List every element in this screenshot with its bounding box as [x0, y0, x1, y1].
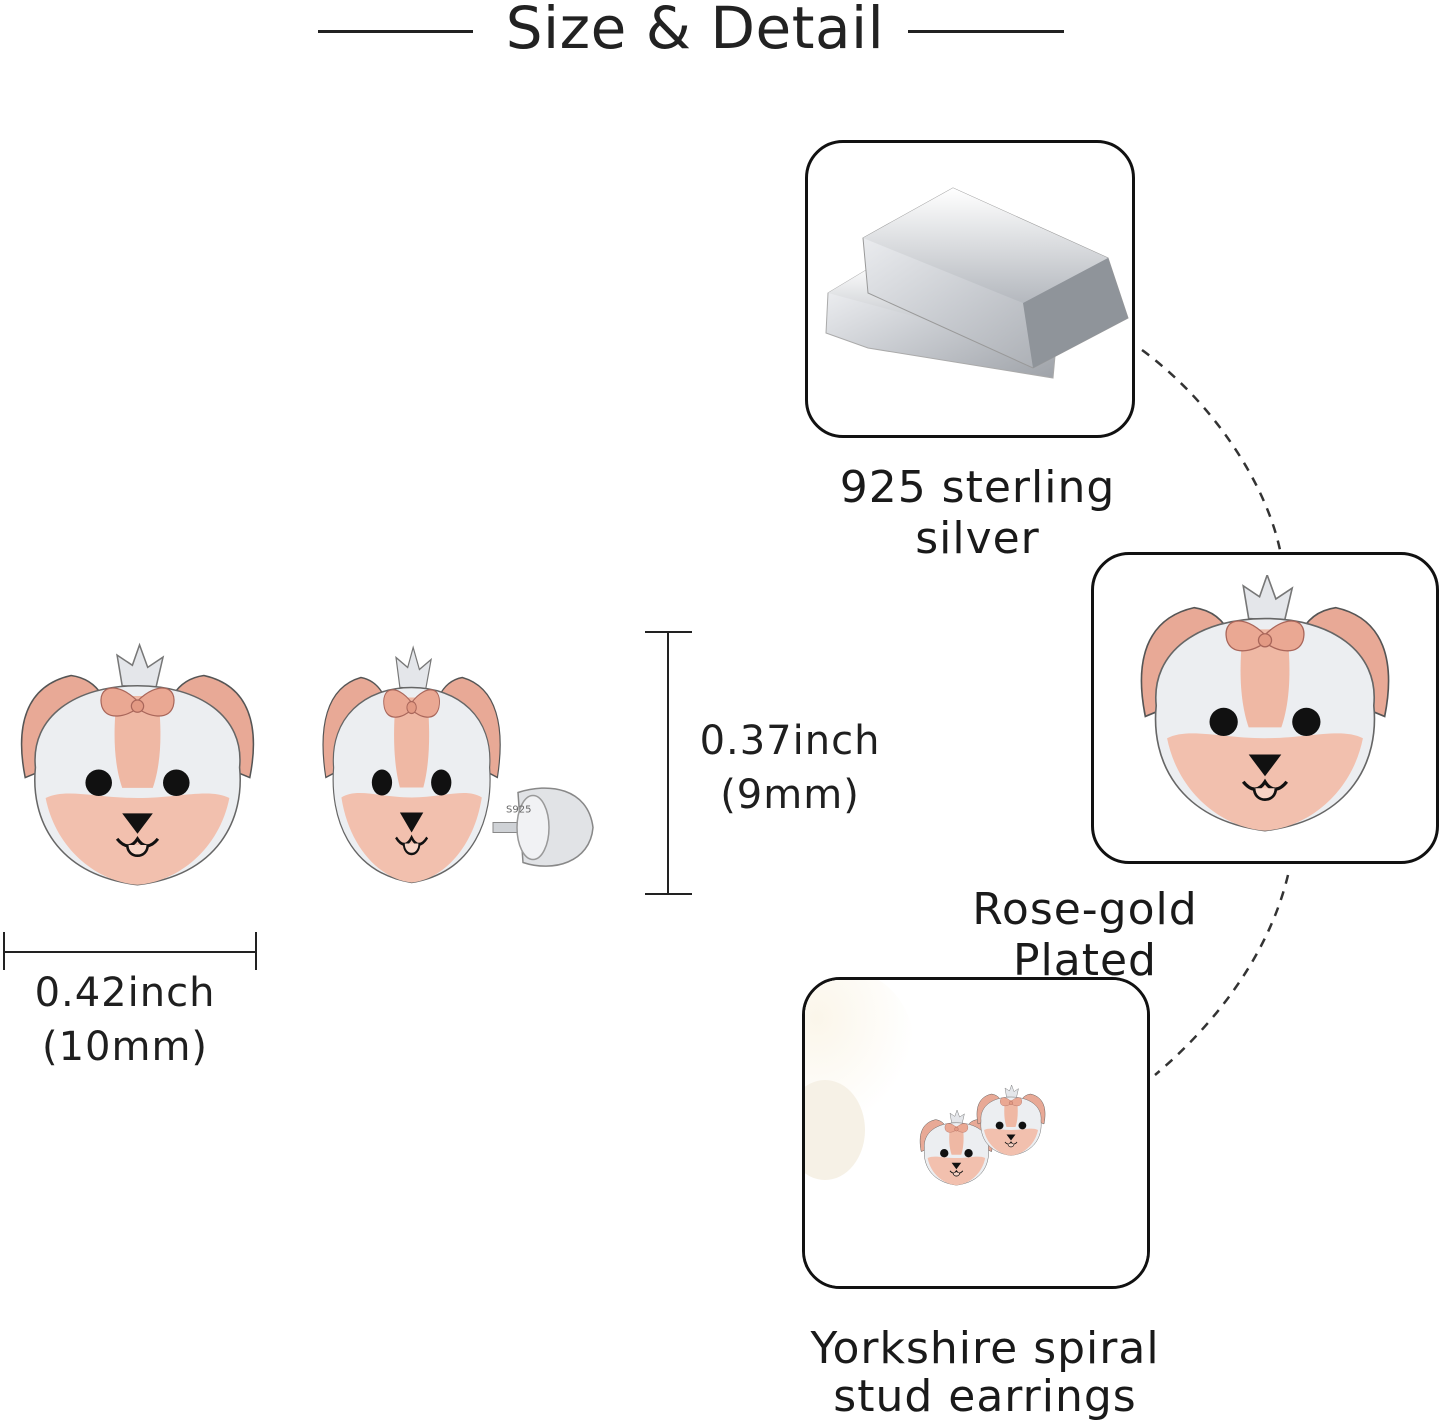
feature-card-silver	[805, 140, 1135, 438]
dog-face-icon	[1139, 575, 1391, 833]
feature-label-yorkshire-line1: Yorkshire spiral	[810, 1323, 1160, 1374]
title-bar: Size & Detail	[0, 0, 1442, 70]
title-rule-left	[318, 30, 473, 33]
feature-label-yorkshire: Yorkshire spiral stud earrings	[780, 1325, 1190, 1421]
title-rule-right	[908, 30, 1064, 33]
width-mm: (10mm)	[41, 1024, 209, 1070]
silver-bars-icon	[825, 187, 1129, 379]
earrings-photo-icon	[805, 980, 1147, 1286]
feature-label-yorkshire-line2: stud earrings	[833, 1371, 1137, 1422]
feature-card-yorkshire	[802, 977, 1150, 1289]
height-dimension-line	[645, 631, 692, 895]
feature-label-rose-gold: Rose-gold Plated	[972, 884, 1198, 986]
width-dimension-label: 0.42inch (10mm)	[20, 966, 230, 1074]
dashed-connector	[1141, 348, 1290, 1076]
height-mm: (9mm)	[720, 772, 860, 818]
height-inch: 0.37inch	[699, 718, 881, 764]
width-inch: 0.42inch	[34, 970, 216, 1016]
earring-side-view: S925	[321, 646, 594, 884]
s925-stamp: S925	[506, 805, 531, 816]
width-dimension-line	[3, 932, 257, 970]
feature-card-rose-gold	[1091, 552, 1439, 864]
page-title: Size & Detail	[505, 0, 885, 62]
feature-label-silver: 925 sterling silver	[839, 462, 1116, 564]
height-dimension-label: 0.37inch (9mm)	[690, 714, 890, 822]
earring-front-view	[20, 643, 255, 887]
